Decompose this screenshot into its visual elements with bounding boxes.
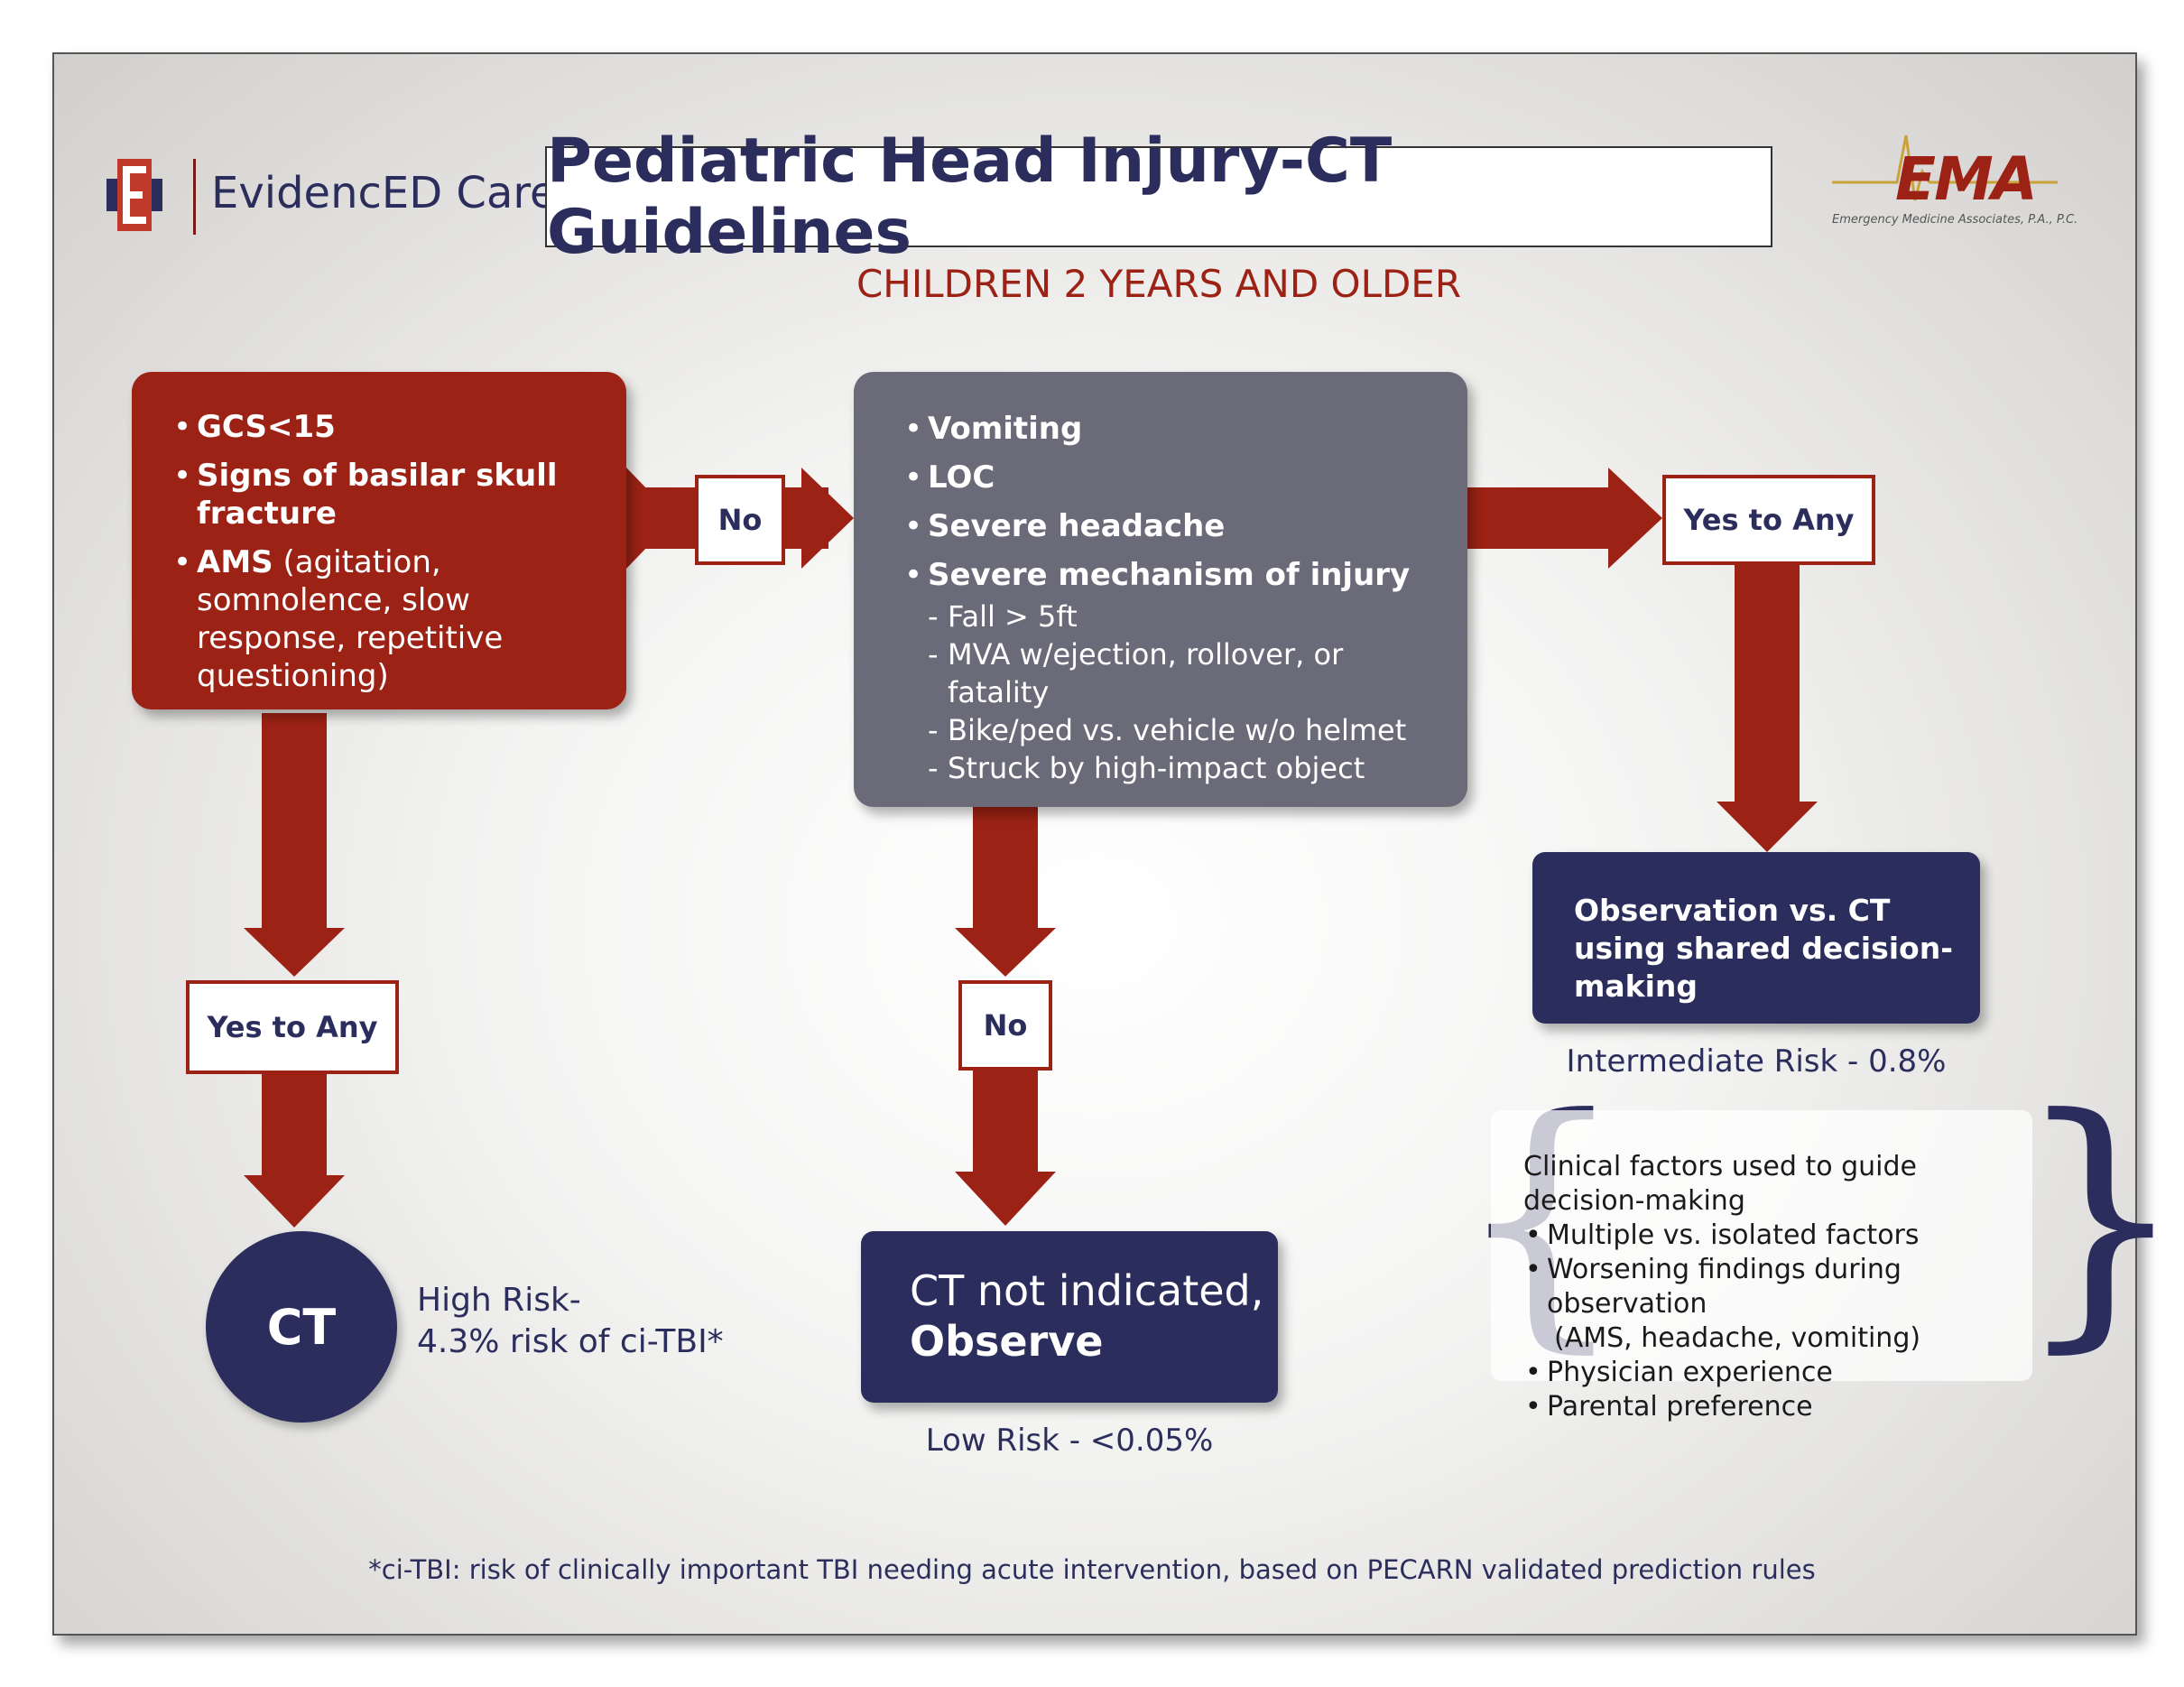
factor-item: Parental preference [1523,1390,2047,1424]
ema-text: EMA [1895,144,2038,214]
criterion-basilar-skull: Signs of basilar skull fracture [170,457,603,533]
ema-subtext: Emergency Medicine Associates, P.A., P.C… [1832,213,2078,227]
mechanism-list: Fall > 5ft MVA w/ejection, rollover, or … [928,598,1451,787]
high-risk-line1: High Risk- [417,1282,581,1319]
criterion-vomiting: Vomiting [901,410,1451,448]
shared-decision-text: Observation vs. CT using shared decision… [1574,893,1953,1004]
arrow-middle-down-2 [955,1071,1056,1226]
page-title: Pediatric Head Injury-CT Guidelines [547,125,1393,268]
mechanism-item: Fall > 5ft [928,598,1451,635]
label-no-1: No [695,475,785,565]
criterion-loc: LOC [901,459,1451,496]
footnote: *ci-TBI: risk of clinically important TB… [368,1554,1816,1585]
high-risk-criteria-box: GCS<15 Signs of basilar skull fracture A… [132,372,626,709]
factor-item: Multiple vs. isolated factors [1523,1219,2047,1253]
factors-title: Clinical factors used to guide decision-… [1523,1151,1917,1217]
observe-line2: Observe [910,1317,1104,1366]
arrow-right-yes [1467,468,1662,569]
label-yes-right: Yes to Any [1662,475,1875,565]
ema-heartbeat-icon [1832,134,2058,201]
shared-decision-box: Observation vs. CT using shared decision… [1532,852,1980,1024]
evidenced-e-logo-icon [106,159,162,231]
label-yes-left: Yes to Any [186,980,399,1074]
page-subtitle: CHILDREN 2 YEARS AND OLDER [856,262,1462,306]
factor-item: Physician experience [1523,1356,2047,1390]
logo-divider [193,159,196,235]
low-risk-text: Low Risk - <0.05% [925,1423,1214,1459]
clinical-factors-panel: { } Clinical factors used to guide decis… [1455,1065,2184,1425]
evidenced-care-logo: EvidencED Care [106,159,557,240]
observe-outcome-box: CT not indicated, Observe [861,1231,1278,1403]
criterion-severe-headache: Severe headache [901,507,1451,545]
mechanism-item: Bike/ped vs. vehicle w/o helmet [928,711,1451,749]
title-box: Pediatric Head Injury-CT Guidelines [545,125,1772,268]
ct-outcome-circle: CT [206,1231,397,1423]
criterion-ams: AMS (agitation, somnolence, slow respons… [170,543,603,695]
high-risk-text: High Risk- 4.3% risk of ci-TBI* [417,1280,724,1363]
intermediate-risk-text: Intermediate Risk - 0.8% [1566,1043,1947,1080]
factor-item: Worsening findings during observation(AM… [1523,1253,2047,1356]
arrow-middle-down-1 [955,807,1056,977]
criterion-severe-mechanism: Severe mechanism of injury Fall > 5ft MV… [901,556,1451,787]
high-risk-line2: 4.3% risk of ci-TBI* [417,1323,724,1360]
arrow-right-down [1717,565,1818,852]
factors-list: Multiple vs. isolated factors Worsening … [1523,1219,2047,1424]
arrow-left-down-2 [244,1074,345,1228]
mechanism-item: MVA w/ejection, rollover, or fatality [928,635,1451,711]
arrow-left-down-1 [244,713,345,977]
criterion-gcs: GCS<15 [170,408,603,446]
observe-line1: CT not indicated, [910,1266,1264,1315]
ema-logo: EMA Emergency Medicine Associates, P.A.,… [1832,126,2078,235]
mechanism-item: Struck by high-impact object [928,749,1451,787]
intermediate-criteria-box: Vomiting LOC Severe headache Severe mech… [854,372,1467,807]
label-no-2: No [958,980,1052,1071]
evidenced-care-text: EvidencED Care [211,168,557,218]
ct-label: CT [266,1298,337,1356]
